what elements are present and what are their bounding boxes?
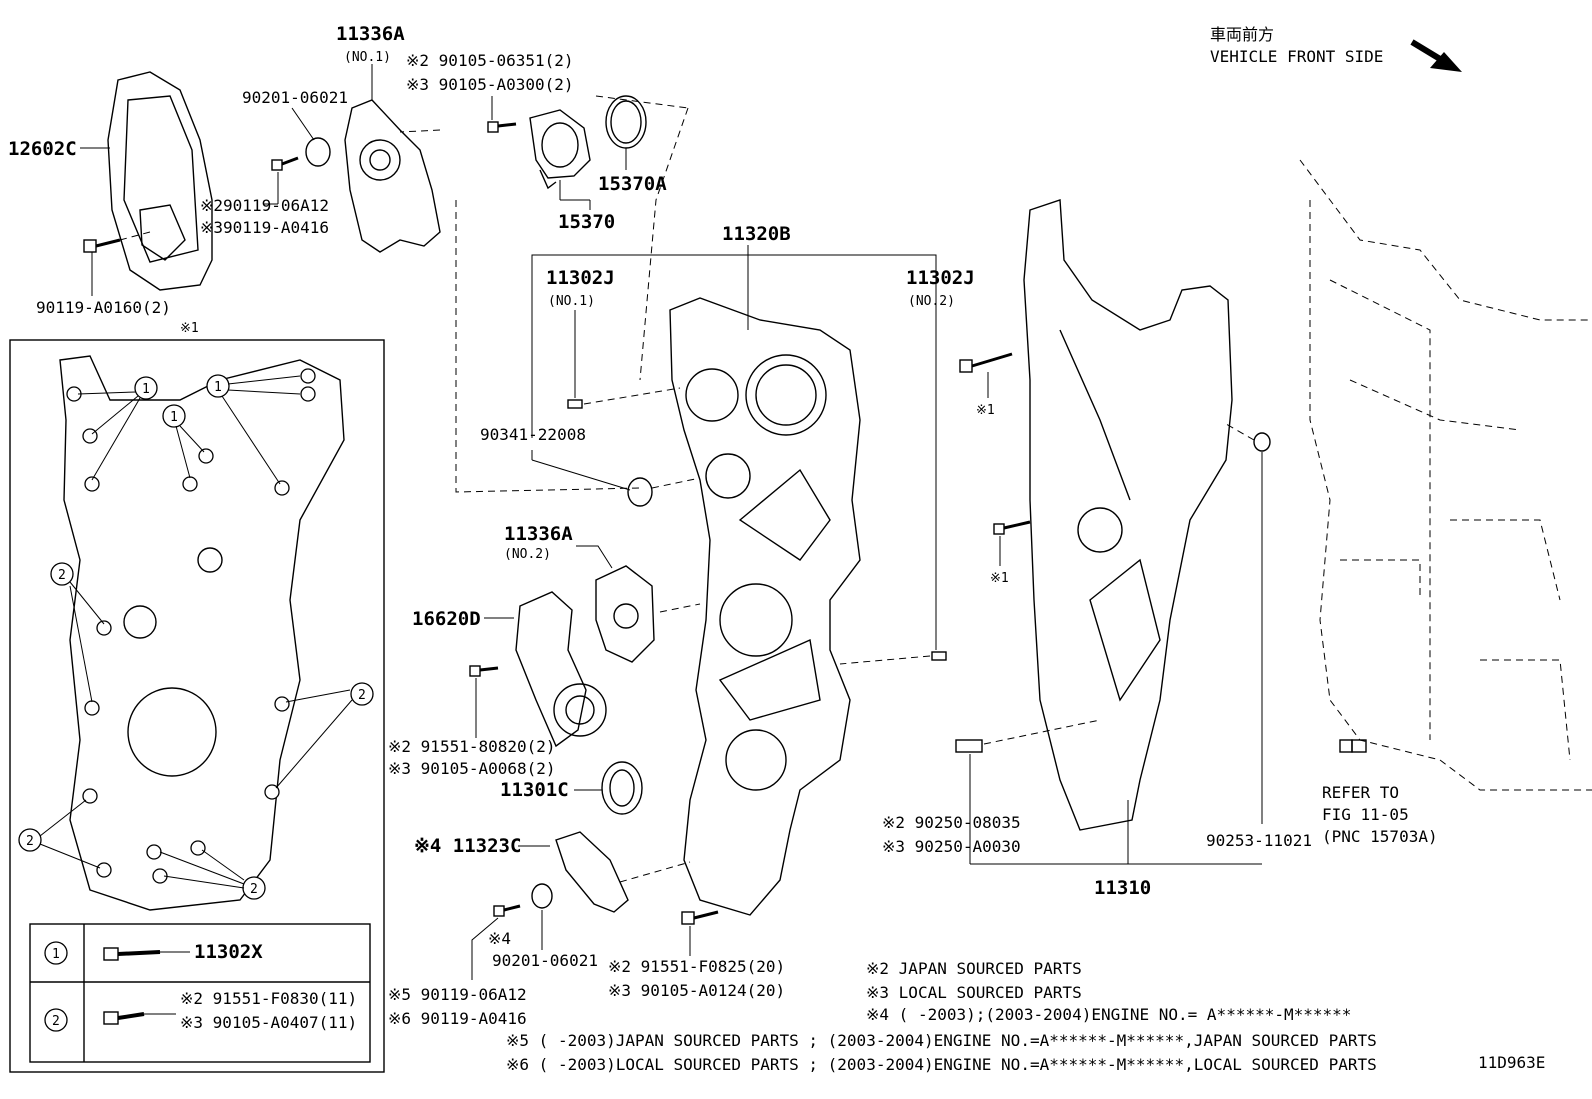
callout-1-number: 1: [142, 382, 150, 397]
callout-2-number: 2: [250, 882, 258, 897]
mark1-label: ※1: [976, 403, 995, 418]
label-90119-a0160[interactable]: 90119-A0160(2): [36, 298, 171, 317]
dowel-pin-icon: [567, 399, 583, 409]
note-local-engine-no: ※6 ( -2003)LOCAL SOURCED PARTS ; (2003-2…: [506, 1055, 1377, 1074]
label-90105-06351[interactable]: ※2 90105-06351(2): [406, 51, 574, 70]
note-local-sourced: ※3 LOCAL SOURCED PARTS: [866, 983, 1082, 1002]
label-15370[interactable]: 15370: [558, 211, 615, 233]
label-90105-a0068[interactable]: ※3 90105-A0068(2): [388, 759, 556, 778]
label-90201-06021-top[interactable]: 90201-06021: [242, 88, 348, 107]
dowel-pin-icon: [955, 739, 983, 753]
dowel-pin-icon: [931, 651, 947, 661]
label-90341-22008[interactable]: 90341-22008: [480, 425, 586, 444]
callout-2-number: 2: [358, 688, 366, 703]
timing-case-11310-drawing: [1023, 199, 1233, 831]
label-16620d[interactable]: 16620D: [412, 608, 481, 630]
no2-label: (NO.2): [908, 294, 955, 309]
bolt-icon: [993, 520, 1031, 535]
oil-seal-11301c-icon: [601, 761, 643, 815]
label-15370a[interactable]: 15370A: [598, 173, 667, 195]
label-12602c[interactable]: 12602C: [8, 138, 77, 160]
note-japan-sourced: ※2 JAPAN SOURCED PARTS: [866, 959, 1082, 978]
washer-icon: [305, 137, 331, 167]
front-side-label: VEHICLE FRONT SIDE: [1210, 47, 1383, 66]
label-11323c[interactable]: ※4 11323C: [414, 835, 521, 857]
bolt-icon: [487, 121, 517, 133]
refer-figure-label[interactable]: FIG 11-05: [1322, 805, 1409, 824]
inset-note-mark: ※1: [180, 321, 199, 336]
callout-2-number: 2: [26, 834, 34, 849]
refer-pnc-label[interactable]: (PNC 15703A): [1322, 827, 1438, 846]
engine-block-outline-drawing: [1299, 159, 1592, 791]
label-90119-06a12-top[interactable]: ※290119-06A12: [200, 196, 329, 215]
front-side-label-jp: 車両前方: [1210, 25, 1274, 44]
washer-icon: [531, 883, 553, 909]
label-11302j-no2[interactable]: 11302J: [906, 267, 975, 289]
callout-2-number: 2: [58, 568, 66, 583]
inset-parts-table: [29, 923, 371, 1063]
seal-housing-15370-drawing: [529, 109, 591, 190]
o-ring-15370a-icon: [605, 95, 647, 149]
bolt-icon: [959, 352, 1013, 373]
bolt-icon: [493, 904, 521, 917]
timing-chain-cover-11320b-drawing: [669, 297, 861, 916]
idler-bracket-no2-drawing: [595, 565, 655, 663]
no1-label: (NO.1): [344, 50, 391, 65]
figure-code: 11D963E: [1478, 1053, 1545, 1072]
label-11320b[interactable]: 11320B: [722, 223, 791, 245]
label-90119-a0416-top[interactable]: ※390119-A0416: [200, 218, 329, 237]
gasket-bolt-pattern-drawing: [59, 355, 345, 911]
bolt-icon: [271, 156, 299, 171]
label-91551-80820[interactable]: ※2 91551-80820(2): [388, 737, 556, 756]
label-90250-a0030[interactable]: ※3 90250-A0030: [882, 837, 1021, 856]
front-direction-arrow-icon: [1410, 39, 1462, 72]
inset-frame: [9, 339, 385, 1073]
label-11310[interactable]: 11310: [1094, 877, 1151, 899]
callout-1-number: 1: [170, 410, 178, 425]
label-90105-a0407[interactable]: ※3 90105-A0407(11): [180, 1013, 357, 1032]
label-mark4: ※4: [488, 929, 511, 948]
label-11336a-no2[interactable]: 11336A: [504, 523, 573, 545]
plug-icon: [627, 477, 653, 507]
label-11302j-no1[interactable]: 11302J: [546, 267, 615, 289]
label-90119-06a12-bottom[interactable]: ※5 90119-06A12: [388, 985, 527, 1004]
bolt-icon: [83, 238, 121, 253]
callout-1-markers: [77, 374, 301, 485]
tensioner-16620d-drawing: [515, 591, 607, 748]
mark1-label: ※1: [990, 571, 1009, 586]
label-90201-06021-bottom[interactable]: 90201-06021: [492, 951, 598, 970]
table-callout-1: 1: [52, 947, 60, 962]
note-engine-no: ※4 ( -2003);(2003-2004)ENGINE NO.= A****…: [866, 1005, 1351, 1024]
table-callout-2: 2: [52, 1014, 60, 1029]
label-90105-a0124[interactable]: ※3 90105-A0124(20): [608, 981, 785, 1000]
bolt-icon: [1339, 739, 1367, 753]
label-90250-08035[interactable]: ※2 90250-08035: [882, 813, 1021, 832]
label-11336a-no1[interactable]: 11336A: [336, 23, 405, 45]
label-90105-a0300[interactable]: ※3 90105-A0300(2): [406, 75, 574, 94]
label-90253-11021[interactable]: 90253-11021: [1206, 831, 1312, 850]
label-90119-a0416-bottom[interactable]: ※6 90119-A0416: [388, 1009, 527, 1028]
label-91551-f0825[interactable]: ※2 91551-F0825(20): [608, 957, 785, 976]
plug-icon: [1253, 432, 1271, 452]
bolt-icon: [469, 665, 499, 677]
bolt-icon: [681, 910, 719, 925]
callout-2-markers: [18, 562, 374, 900]
no2-label: (NO.2): [504, 547, 551, 562]
label-11301c[interactable]: 11301C: [500, 779, 569, 801]
idler-bracket-no1-drawing: [344, 99, 441, 253]
refer-label: REFER TO: [1322, 783, 1399, 802]
chain-guide-11323c-drawing: [555, 831, 629, 913]
label-91551-f0830[interactable]: ※2 91551-F0830(11): [180, 989, 357, 1008]
note-japan-engine-no: ※5 ( -2003)JAPAN SOURCED PARTS ; (2003-2…: [506, 1031, 1377, 1050]
no1-label: (NO.1): [548, 294, 595, 309]
label-11302x[interactable]: 11302X: [194, 941, 263, 963]
cover-12602c-drawing: [107, 71, 213, 291]
callout-1-number: 1: [214, 380, 222, 395]
